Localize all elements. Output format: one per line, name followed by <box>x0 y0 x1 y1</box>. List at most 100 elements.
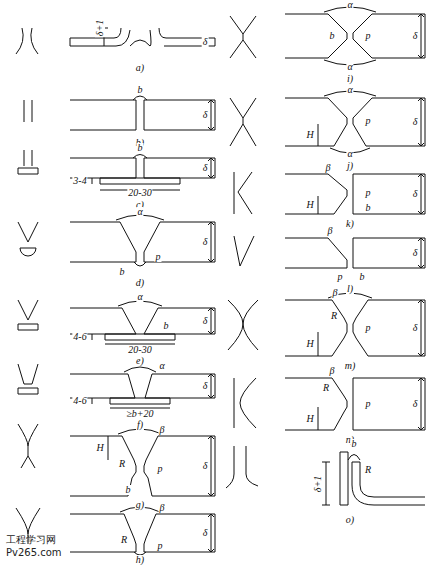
dimension-label: h) <box>135 555 145 565</box>
dimension-label: δ <box>412 248 419 258</box>
dimension-label: b <box>359 272 366 282</box>
outline-stroke <box>124 367 156 372</box>
dimension-label: H <box>305 414 314 424</box>
dimension-label: b <box>119 267 126 277</box>
outline-stroke <box>418 238 424 268</box>
outline-stroke <box>418 14 424 58</box>
outline-stroke <box>226 446 258 488</box>
outline-stroke <box>70 514 136 552</box>
outline-stroke <box>100 178 180 184</box>
dimension-label: H <box>305 200 314 210</box>
dimension-label: R <box>322 383 330 393</box>
outline-stroke <box>108 436 109 460</box>
outline-stroke <box>208 158 214 178</box>
dimension-label: β <box>329 366 336 376</box>
dimension-label: β <box>327 226 334 236</box>
outline-stroke <box>228 300 258 350</box>
outline-stroke <box>208 222 214 262</box>
dimension-label: α <box>346 85 353 95</box>
dimension-label: α <box>346 0 353 10</box>
dimension-label: δ <box>202 316 209 326</box>
outline-stroke <box>353 378 425 430</box>
outline-stroke <box>133 155 147 159</box>
dimension-label: p <box>157 541 164 551</box>
outline-stroke <box>144 436 215 496</box>
dimension-label: δ <box>412 31 419 41</box>
outline-stroke <box>18 424 38 468</box>
dimension-label: j) <box>346 161 354 171</box>
outline-stroke <box>234 172 252 214</box>
dimension-label: b <box>125 485 132 495</box>
outline-stroke <box>144 100 215 130</box>
dimension-label: p <box>365 188 372 198</box>
outline-stroke <box>418 174 424 214</box>
dimension-label: d) <box>135 278 145 288</box>
dimension-label: δ <box>412 399 419 409</box>
dimension-label: m) <box>344 361 357 371</box>
watermark: 工程学习网 <box>5 535 57 545</box>
dimension-label: H <box>305 130 314 140</box>
outline-stroke <box>70 28 215 46</box>
outline-stroke <box>70 308 136 334</box>
dimension-label: α <box>158 361 165 371</box>
outline-stroke <box>70 436 136 496</box>
outline-stroke <box>208 374 214 398</box>
dimension-label: 4-6 <box>72 396 87 406</box>
dimension-label: e) <box>135 356 145 366</box>
dimension-label: H <box>95 443 104 453</box>
dimension-label: b <box>137 85 144 95</box>
dimension-label: k) <box>345 219 355 229</box>
outline-stroke <box>144 514 215 552</box>
dimension-label: b <box>163 321 170 331</box>
dimension-label: β <box>159 503 166 513</box>
dimension-label: δ <box>202 110 209 120</box>
outline-stroke <box>418 300 424 356</box>
outline-stroke <box>144 308 215 334</box>
outline-stroke <box>418 378 424 430</box>
dimension-label: a) <box>135 63 145 73</box>
outline-stroke <box>18 300 38 330</box>
dimension-label: 3-4 <box>72 176 87 186</box>
dimension-label: p <box>155 252 162 262</box>
outline-stroke <box>318 332 319 356</box>
outline-stroke <box>208 308 214 334</box>
dimension-label: p <box>337 272 344 282</box>
dimension-label: b <box>329 31 336 41</box>
dimension-label: ≥b+20 <box>125 409 154 419</box>
dimension-label: α <box>346 62 353 72</box>
outline-stroke <box>92 398 170 408</box>
outline-stroke <box>353 174 425 214</box>
watermark: Pv265.com <box>5 548 63 558</box>
outline-stroke <box>285 238 347 268</box>
dimension-label: p <box>157 464 164 474</box>
dimension-label: l) <box>346 284 354 294</box>
dimension-label: b <box>351 439 358 449</box>
outline-stroke <box>144 158 215 178</box>
dimension-label: R <box>118 459 126 469</box>
outline-stroke <box>353 300 425 356</box>
dimension-label: δ <box>202 461 209 471</box>
outline-stroke <box>70 222 136 262</box>
dimension-label: δ+1 <box>95 19 105 37</box>
outline-stroke <box>318 196 319 214</box>
outline-stroke <box>285 378 347 430</box>
dimension-label: p <box>365 31 372 41</box>
outline-stroke <box>418 98 424 146</box>
dimension-label: b <box>365 203 372 213</box>
dimension-label: H <box>305 339 314 349</box>
dimension-label: α <box>136 207 143 217</box>
dimension-label: δ <box>412 323 419 333</box>
dimension-label: o) <box>345 515 355 525</box>
outline-stroke <box>234 236 254 266</box>
dimension-label: δ+1 <box>313 475 323 493</box>
outline-stroke <box>285 174 347 214</box>
outline-stroke <box>70 100 136 130</box>
outline-stroke <box>285 300 347 356</box>
outline-stroke <box>70 374 135 398</box>
dimension-label: β <box>332 288 339 298</box>
outline-stroke <box>208 514 214 552</box>
dimension-label: p <box>365 399 372 409</box>
dimension-label: g) <box>135 500 145 510</box>
dimension-label: R <box>330 311 338 321</box>
